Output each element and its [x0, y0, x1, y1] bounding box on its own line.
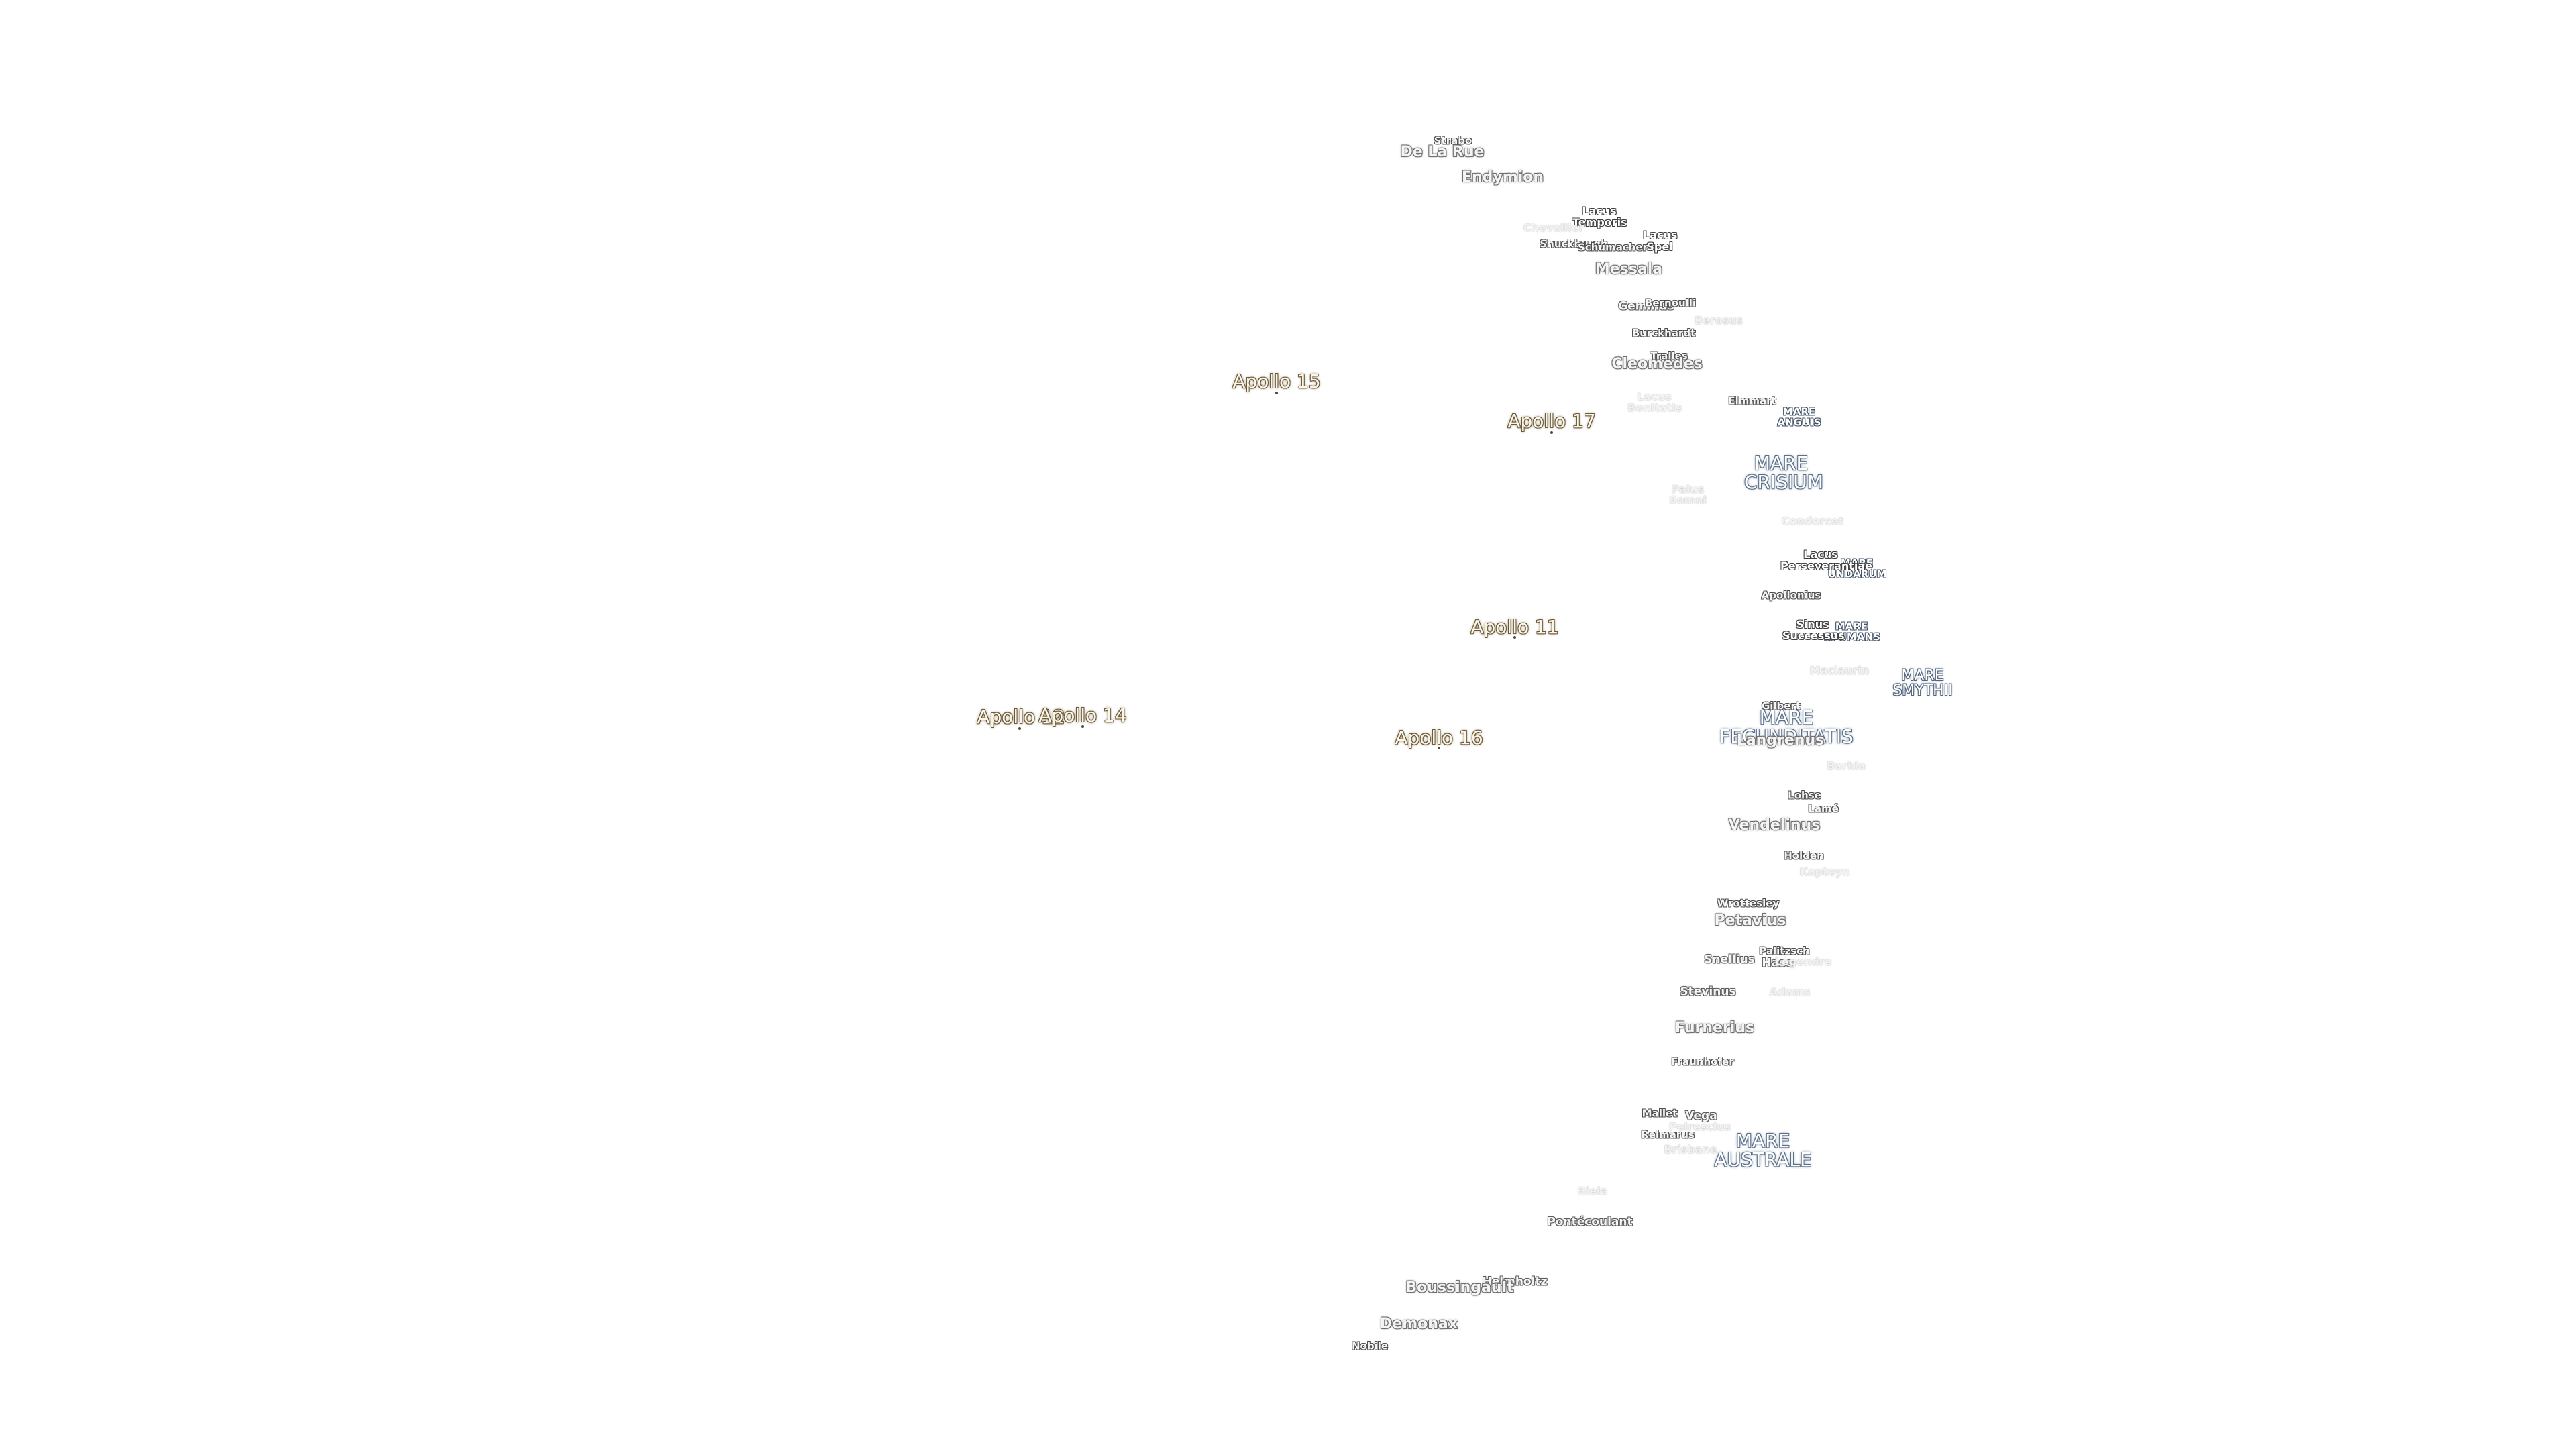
wrottesley-label[interactable]: Wrottesley	[1717, 897, 1780, 910]
apollo-14-marker	[1081, 725, 1084, 728]
mare-anguis-label[interactable]: MARE ANGUIS	[1777, 405, 1821, 428]
mare-fecunditatis-label[interactable]: MARE FECUNDITATIS	[1719, 706, 1854, 747]
bernoulli-label[interactable]: Bernoulli	[1644, 297, 1697, 309]
schumacher-label[interactable]: Schumacher	[1578, 241, 1648, 254]
berosus-label[interactable]: Berosus	[1694, 314, 1743, 327]
lacus-temporis-label[interactable]: Lacus Temporis	[1572, 205, 1627, 229]
apollo-12-marker	[1018, 727, 1021, 730]
eimmart-label[interactable]: Eimmart	[1728, 394, 1776, 407]
palus-somni-label[interactable]: Palus Somni	[1668, 483, 1707, 506]
apollo-12-label[interactable]: Apollo 12	[977, 706, 1065, 728]
barkla-label[interactable]: Barkla	[1827, 759, 1866, 772]
apollo-14-label[interactable]: Apollo 14	[1038, 704, 1127, 727]
pontecoulant-label[interactable]: Pontécoulant	[1547, 1215, 1633, 1229]
langrenus-label[interactable]: Langrenus	[1736, 732, 1825, 749]
endymion-label[interactable]: Endymion	[1461, 169, 1544, 186]
mallet-label[interactable]: Mallet	[1642, 1107, 1678, 1120]
strabo-label[interactable]: Strabo	[1434, 134, 1472, 147]
condorcet-label[interactable]: Condorcet	[1781, 515, 1844, 527]
peirescius-label[interactable]: Peirescius	[1668, 1120, 1731, 1133]
mare-spumans-label[interactable]: MARE SPUMANS	[1824, 620, 1880, 643]
macclaurin-label[interactable]: Maclaurin	[1809, 664, 1870, 677]
palitzsch-label[interactable]: Palitzsch	[1759, 945, 1810, 957]
brisbane-label[interactable]: Brisbane	[1664, 1143, 1717, 1156]
mare-crisium-label[interactable]: MARE CRISIUM	[1744, 452, 1823, 493]
hase-label[interactable]: Hase	[1762, 956, 1794, 970]
chevallier-label[interactable]: Chevallier	[1523, 221, 1585, 234]
lacus-perseverantiae-label[interactable]: Lacus Perseverantiae	[1780, 548, 1872, 572]
biela-label[interactable]: Biela	[1577, 1185, 1608, 1197]
adams-label[interactable]: Adams	[1769, 985, 1811, 998]
lacus-spei-label[interactable]: Lacus Spei	[1643, 229, 1678, 253]
geminus-label[interactable]: Geminus	[1618, 299, 1674, 313]
mare-australe-label[interactable]: MARE AUSTRALE	[1714, 1130, 1812, 1171]
lohse-label[interactable]: Lohse	[1788, 789, 1821, 802]
mare-undarum-label[interactable]: MARE UNDARUM	[1828, 557, 1887, 580]
nobile-label[interactable]: Nobile	[1351, 1340, 1389, 1352]
stevinus-label[interactable]: Stevinus	[1680, 985, 1736, 999]
furnerius-label[interactable]: Furnerius	[1674, 1020, 1755, 1036]
helmholtz-label[interactable]: Helmholtz	[1482, 1275, 1548, 1289]
burckhardt-label[interactable]: Burckhardt	[1631, 327, 1696, 339]
vega-label[interactable]: Vega	[1685, 1109, 1717, 1123]
apollo-17-marker	[1550, 431, 1553, 434]
tralles-label[interactable]: Tralles	[1650, 350, 1688, 362]
apollo-11-marker	[1513, 636, 1516, 639]
apollo-15-marker	[1275, 392, 1278, 394]
cleomedes-label[interactable]: Cleomedes	[1611, 356, 1703, 372]
apollo-11-label[interactable]: Apollo 11	[1470, 616, 1559, 638]
boussingault-label[interactable]: Boussingault	[1405, 1279, 1514, 1296]
legendre-label[interactable]: Legendre	[1774, 955, 1832, 968]
vendelinus-label[interactable]: Vendelinus	[1728, 817, 1821, 834]
fraunhofer-label[interactable]: Fraunhofer	[1671, 1055, 1734, 1068]
snellius-label[interactable]: Snellius	[1704, 953, 1755, 967]
apollonius-label[interactable]: Apollonius	[1761, 589, 1821, 602]
apollo-15-label[interactable]: Apollo 15	[1232, 370, 1321, 392]
reimarus-label[interactable]: Reimarus	[1641, 1128, 1695, 1141]
mare-smythii-label[interactable]: MARE SMYTHII	[1892, 667, 1953, 699]
messala-label[interactable]: Messala	[1595, 261, 1663, 278]
lacus-bonitatis-label[interactable]: Lacus Bonitatis	[1627, 390, 1682, 414]
shuckburgh-label[interactable]: Shuckburgh	[1540, 237, 1608, 250]
de-la-rue-label[interactable]: De La Rue	[1400, 144, 1485, 160]
petavius-label[interactable]: Petavius	[1714, 912, 1786, 929]
kapteyn-label[interactable]: Kapteyn	[1799, 865, 1850, 878]
apollo-16-label[interactable]: Apollo 16	[1395, 727, 1483, 749]
gilbert-label[interactable]: Gilbert	[1761, 700, 1801, 712]
holden-label[interactable]: Holden	[1784, 849, 1824, 862]
apollo-16-marker	[1438, 747, 1440, 749]
apollo-17-label[interactable]: Apollo 17	[1507, 410, 1596, 432]
lame-label[interactable]: Lamé	[1808, 802, 1839, 815]
sinus-successus-label[interactable]: Sinus Successus	[1782, 618, 1845, 642]
demonax-label[interactable]: Demonax	[1380, 1316, 1458, 1332]
